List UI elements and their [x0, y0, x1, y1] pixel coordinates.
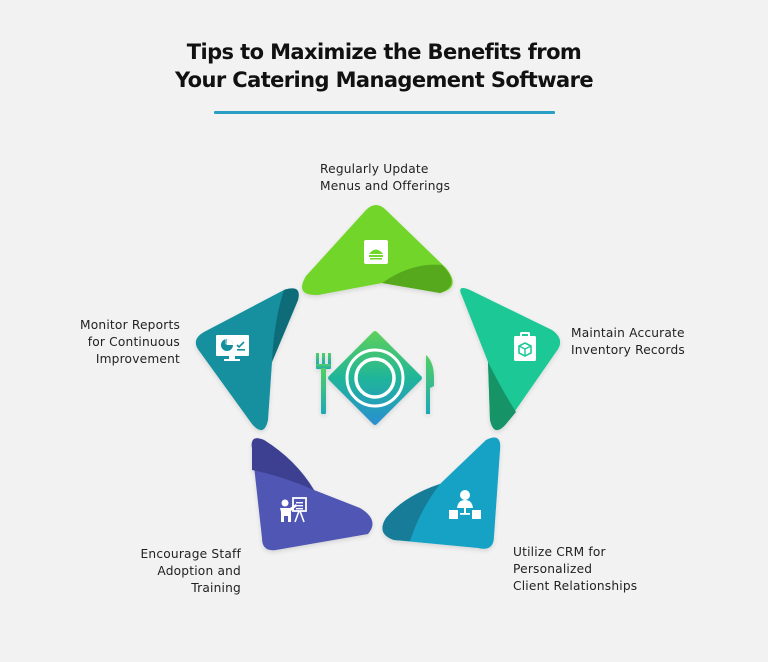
plate-fork-knife-icon: [316, 331, 434, 425]
title-line-1: Tips to Maximize the Benefits from: [186, 40, 582, 64]
monitor-chart-icon: [216, 335, 249, 361]
tip-inventory-shape: [460, 288, 561, 431]
tip-reports-shape: [195, 288, 299, 431]
tip-training-shape: [251, 438, 373, 551]
page-title: Tips to Maximize the Benefits from Your …: [0, 38, 768, 94]
food-cloche-icon: [364, 240, 388, 264]
tip-training-label: Encourage Staff Adoption and Training: [140, 547, 241, 595]
tip-inventory-label: Maintain Accurate Inventory Records: [571, 326, 685, 357]
presentation-trainer-icon: [280, 497, 307, 523]
tip-menus-label: Regularly Update Menus and Offerings: [320, 162, 451, 193]
title-divider: [214, 111, 555, 114]
org-hierarchy-icon: [449, 490, 481, 519]
title-line-2: Your Catering Management Software: [174, 68, 594, 92]
clipboard-box-icon: [514, 332, 536, 361]
tip-crm-shape: [382, 437, 501, 549]
tip-crm-label: Utilize CRM for Personalized Client Rela…: [513, 545, 638, 593]
tip-reports-label: Monitor Reports for Continuous Improveme…: [80, 318, 180, 366]
